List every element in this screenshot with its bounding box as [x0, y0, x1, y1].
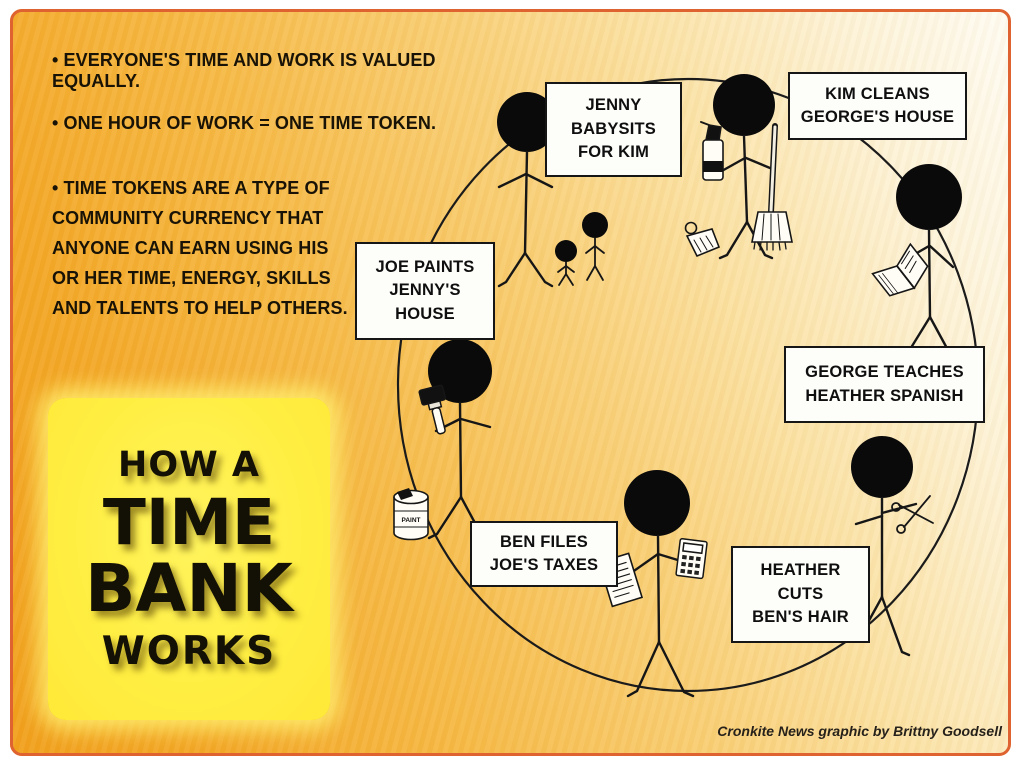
credit-line: Cronkite News graphic by Brittny Goodsel…: [717, 723, 1002, 739]
label-heather-cuts-bens-hair: HEATHER CUTS BEN'S HAIR: [731, 546, 870, 643]
label-kim-cleans-georges-house: KIM CLEANS GEORGE'S HOUSE: [788, 72, 967, 140]
label-joe-paints-jennys-house: JOE PAINTS JENNY'S HOUSE: [355, 242, 495, 340]
dustpan-icon: [684, 221, 721, 258]
paint-can-icon: PAINT: [393, 488, 429, 541]
bullet-point-equal-value: • EVERYONE'S TIME AND WORK IS VALUED EQU…: [52, 50, 436, 91]
title-line-time: TIME: [102, 485, 276, 559]
spray-bottle-icon: [700, 121, 724, 181]
scissors-icon: [891, 495, 934, 534]
joe-figure: [427, 339, 492, 542]
label-jenny-babysits-for-kim: JENNY BABYSITS FOR KIM: [545, 82, 682, 177]
broom-icon: [751, 123, 793, 251]
children-icon: [555, 212, 608, 286]
paint-can-label: PAINT: [401, 517, 420, 524]
title-line-works: WORKS: [101, 628, 277, 674]
george-figure: [896, 164, 962, 357]
bullet-point-time-token: • ONE HOUR OF WORK = ONE TIME TOKEN.: [52, 113, 437, 133]
title-box: HOW A TIME BANK WORKS: [48, 398, 330, 720]
label-george-teaches-heather: GEORGE TEACHES HEATHER SPANISH: [784, 346, 985, 423]
title-line-how-a: HOW A: [118, 444, 260, 485]
ben-figure: [624, 470, 695, 698]
calculator-icon: [675, 538, 708, 580]
paintbrush-icon: [418, 384, 447, 435]
title-line-bank: BANK: [85, 549, 293, 627]
label-ben-files-joes-taxes: BEN FILES JOE'S TAXES: [470, 521, 618, 587]
book-icon: [871, 242, 929, 297]
bullet-point-community-currency: • TIME TOKENS ARE A TYPE OF COMMUNITY CU…: [52, 178, 348, 318]
jenny-figure: [497, 92, 557, 288]
